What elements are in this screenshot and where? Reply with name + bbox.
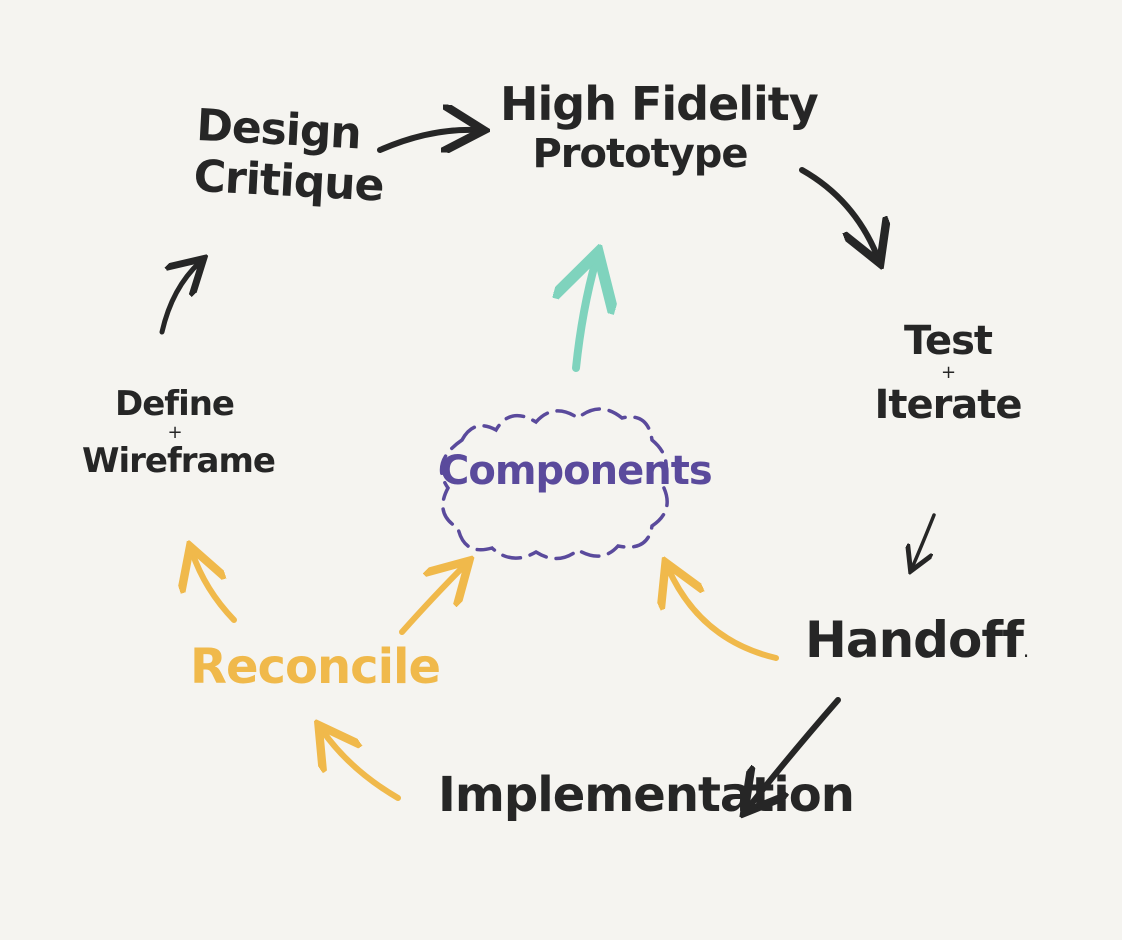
node-design-critique: Design Critique xyxy=(192,99,385,212)
define-line1: Define xyxy=(115,384,235,424)
reconcile-label: Reconcile xyxy=(190,639,441,695)
test-iterate-plus: + xyxy=(940,362,956,383)
handoff-dot: . xyxy=(1022,638,1029,662)
node-handoff: Handoff. xyxy=(805,611,1029,670)
arrow-reconcile-to-components xyxy=(399,565,465,635)
high-fidelity-line2: Prototype xyxy=(532,130,748,177)
node-components: Components xyxy=(440,448,713,494)
arrow-critique-to-prototype xyxy=(377,130,478,150)
high-fidelity-line1: High Fidelity xyxy=(500,77,819,131)
arrow-reconcile-to-define xyxy=(192,552,237,623)
arrow-test-to-handoff xyxy=(912,513,936,568)
implementation-label: Implementation xyxy=(438,767,855,823)
arrow-handoff-to-components xyxy=(668,568,779,661)
test-iterate-line1: Test xyxy=(903,318,993,364)
arrow-define-to-critique xyxy=(159,262,200,335)
node-implementation: Implementation xyxy=(438,767,855,823)
design-critique-line2: Critique xyxy=(192,150,385,212)
arrow-implementation-to-reconcile xyxy=(322,730,401,801)
define-plus: + xyxy=(167,422,182,444)
design-critique-line1: Design xyxy=(195,99,363,160)
test-iterate-line2: Iterate xyxy=(874,382,1022,428)
node-high-fidelity-prototype: High Fidelity Prototype xyxy=(500,77,819,177)
node-test-iterate: Test + Iterate xyxy=(868,318,1028,428)
arrow-components-to-prototype xyxy=(576,260,596,372)
arrow-prototype-to-test xyxy=(799,167,878,258)
components-label: Components xyxy=(440,448,713,494)
node-reconcile: Reconcile xyxy=(190,639,441,695)
define-line2: Wireframe xyxy=(82,441,276,482)
node-define-wireframe: Define + Wireframe xyxy=(82,384,276,482)
handoff-label: Handoff xyxy=(805,611,1024,669)
